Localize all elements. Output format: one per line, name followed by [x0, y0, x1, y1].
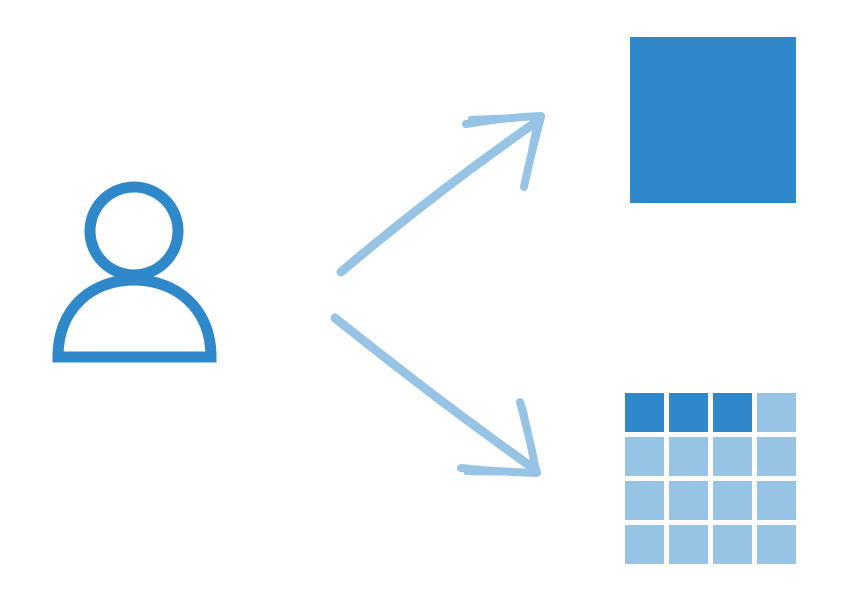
- grid-cell: [625, 437, 664, 476]
- arrow-down-head-bottom-sketch: [464, 468, 535, 476]
- grid-cell: [625, 481, 664, 520]
- grid-cell: [713, 525, 752, 564]
- grid-cell: [669, 481, 708, 520]
- arrow-up-shaft-sketch: [343, 122, 535, 270]
- arrow-up-head-bottom-sketch: [524, 120, 538, 184]
- user-head: [84, 181, 184, 281]
- user-body: [52, 274, 217, 363]
- arrow-down-head-top-sketch: [522, 405, 535, 470]
- grid-cell: [713, 437, 752, 476]
- grid-cell: [757, 393, 796, 432]
- grid-cell-highlighted: [713, 393, 752, 432]
- solid-square-icon: [630, 37, 796, 203]
- arrow-down-shaft-sketch: [338, 321, 532, 468]
- grid-cell: [757, 481, 796, 520]
- grid-cell-highlighted: [625, 393, 664, 432]
- grid-icon: [625, 393, 796, 564]
- grid-cell: [757, 437, 796, 476]
- arrow-down-right-icon: [330, 313, 541, 477]
- grid-cell: [625, 525, 664, 564]
- grid-cell-highlighted: [669, 393, 708, 432]
- arrow-up-head-top-sketch: [468, 114, 540, 121]
- arrow-down-head-bottom: [457, 464, 541, 477]
- grid-cell: [669, 525, 708, 564]
- grid-cell: [757, 525, 796, 564]
- grid-cell: [669, 437, 708, 476]
- user-icon: [52, 181, 217, 363]
- arrow-up-right-icon: [336, 112, 545, 277]
- grid-cell: [713, 481, 752, 520]
